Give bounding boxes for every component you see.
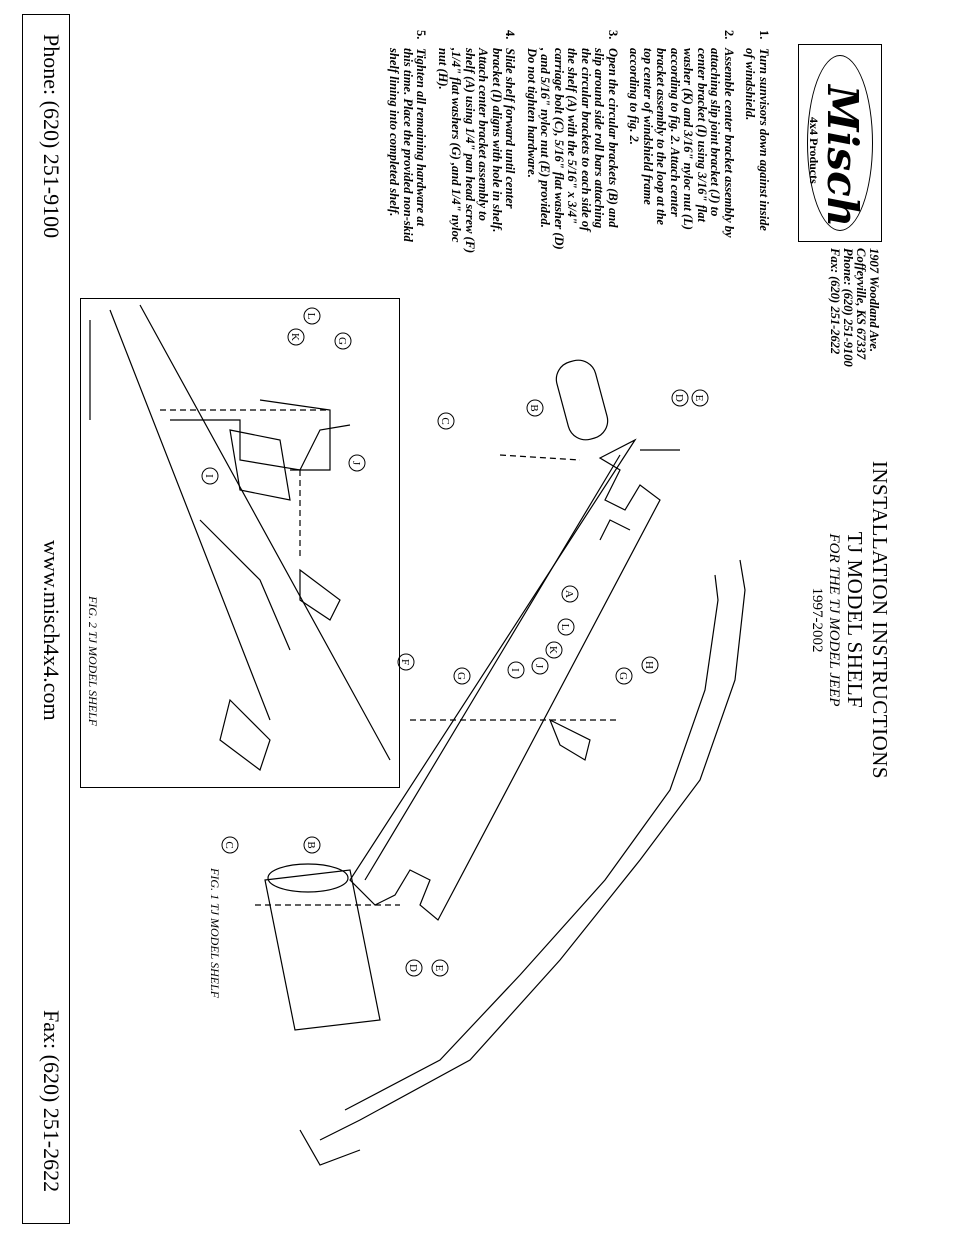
part-label-l: L [559,624,571,631]
part-label-h: H [643,661,655,669]
part-label-f: F [399,659,411,665]
figure-2-caption: FIG. 2 TJ MODEL SHELF [86,596,100,727]
part-label-circle [201,467,219,485]
part-label-circle [405,959,423,977]
part-label-circle [287,328,305,346]
part-label-circle [303,307,321,325]
roll-bar-outer [319,559,746,1141]
part-label-circle [437,412,455,430]
part-label-d: D [407,964,419,972]
part-label-circle [526,399,544,417]
part-label-e: E [433,965,445,972]
part-label-circle [641,656,659,674]
part-label-circle [431,959,449,977]
part-label-c: C [439,417,451,424]
part-label-k: K [289,333,301,341]
slip-joint-bracket [259,399,331,471]
part-label-g: G [455,672,467,680]
part-label-circle [334,332,352,350]
part-label-circle [671,389,689,407]
roll-bar-right [264,869,381,1031]
part-label-circle [453,667,471,685]
part-label-j: J [350,461,362,466]
part-label-circle [221,836,239,854]
footer-phone: Phone: (620) 251-9100 [39,34,64,239]
part-label-e: E [693,395,705,402]
company-logo: Misch 4x4 Products [798,44,882,242]
roll-bar-left [555,359,609,441]
footer-fax: Fax: (620) 251-2622 [39,1010,64,1193]
part-label-circle [691,389,709,407]
figure-1-caption: FIG. 1 TJ MODEL SHELF [208,868,222,999]
part-label-d: D [673,394,685,402]
part-label-circle [507,661,525,679]
part-label-i: I [203,474,215,478]
part-label-circle [397,653,415,671]
part-label-c: C [223,841,235,848]
shelf-body [349,438,661,921]
part-label-g: G [336,337,348,345]
part-label-j: J [533,664,545,669]
part-label-a: A [563,590,575,598]
part-label-circle [531,657,549,675]
part-label-i: I [509,668,521,672]
part-label-b: B [528,404,540,411]
footer-website[interactable]: www.misch4x4.com [39,540,64,721]
part-label-circle [545,641,563,659]
part-label-circle [303,836,321,854]
part-label-k: K [547,646,559,654]
part-label-circle [557,618,575,636]
center-bracket [229,429,291,501]
part-label-circle [615,667,633,685]
part-label-circle [561,585,579,603]
part-label-g: G [617,672,629,680]
part-label-l: L [305,313,317,320]
part-label-b: B [305,841,317,848]
logo-oval [807,55,873,231]
contact-footer [22,14,70,1224]
part-label-circle [348,454,366,472]
figure-2-frame [80,298,400,788]
